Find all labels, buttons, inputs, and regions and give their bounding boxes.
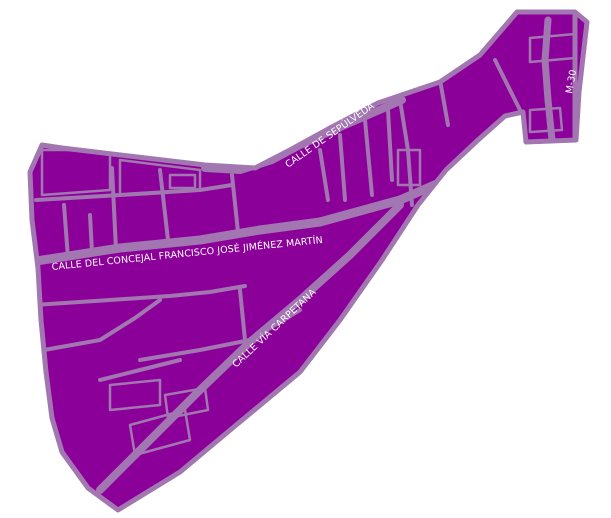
street-east-4	[318, 148, 330, 202]
street-lower-3	[98, 358, 182, 382]
district-area	[27, 9, 590, 513]
block-nw-2	[118, 158, 202, 197]
street-vertical-5	[88, 213, 94, 254]
block-se-1	[108, 378, 162, 412]
label-m30: M-30	[564, 69, 579, 95]
block-nw-3	[168, 173, 197, 190]
block-se-3	[163, 386, 210, 420]
street-west-mid	[32, 284, 247, 307]
street-north-2	[493, 58, 522, 112]
street-lower-2	[238, 288, 247, 342]
street-east-5	[386, 108, 394, 182]
street-east-3	[363, 118, 374, 197]
road-concejal	[30, 175, 451, 267]
block-ne-3	[396, 148, 422, 187]
block-ne-2	[528, 106, 564, 134]
block-ne-1	[528, 32, 577, 64]
street-vertical-1	[110, 166, 118, 252]
road-m30	[541, 16, 556, 144]
street-vertical-2	[158, 168, 170, 242]
street-vertical-4	[62, 203, 70, 260]
road-sepulveda	[201, 96, 406, 174]
street-lower-1	[138, 308, 302, 362]
street-north-1	[438, 78, 450, 127]
street-west-lower	[42, 298, 162, 352]
street-east-2	[338, 133, 347, 202]
street-vertical-3	[230, 173, 240, 234]
